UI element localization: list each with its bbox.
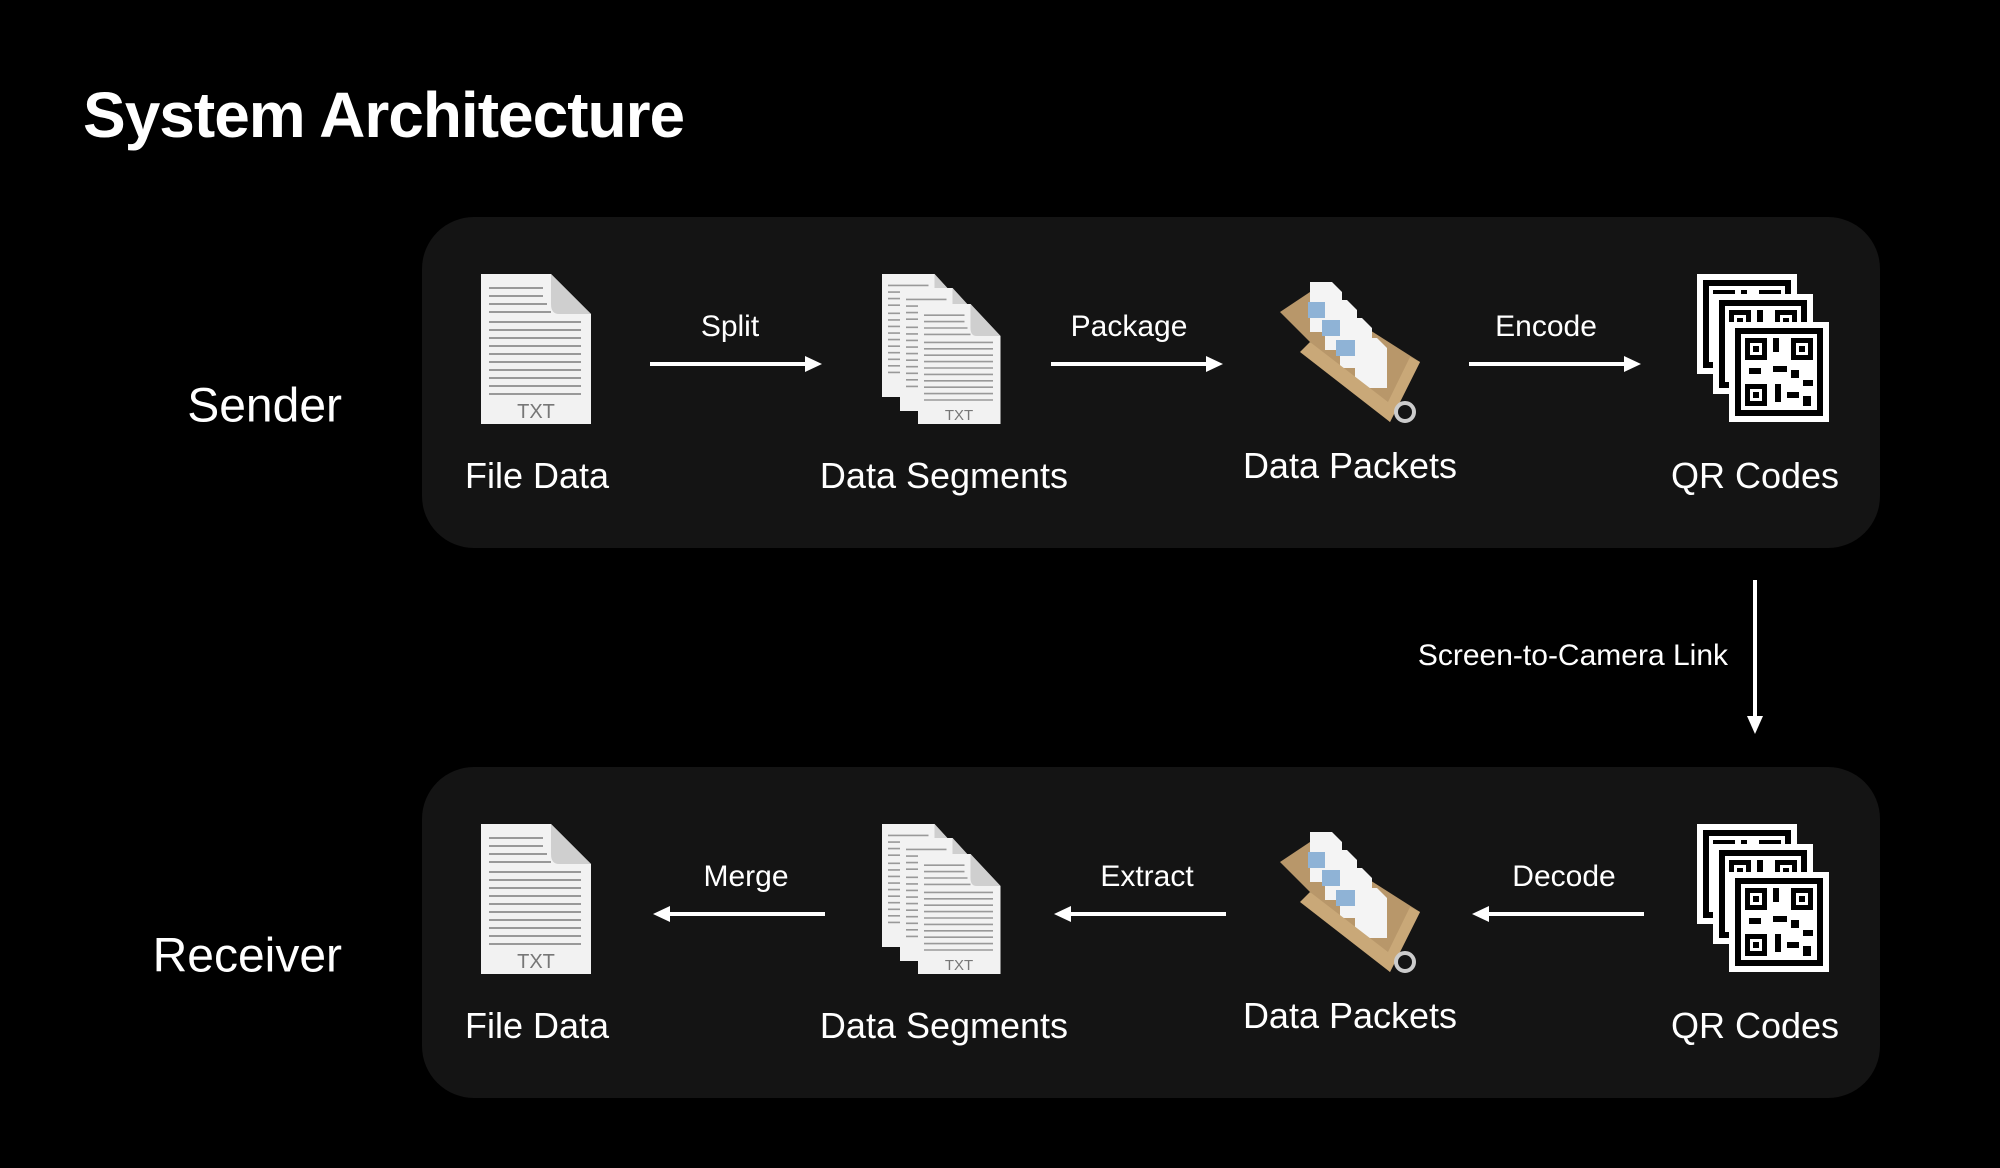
node-label: QR Codes [1670,1005,1840,1046]
file-type-tag: TXT [945,407,973,424]
right-arrow-icon [650,356,822,372]
archive-box-icon [1280,282,1420,423]
archive-box-icon [1280,832,1420,973]
text-file-icon: TXT [480,273,592,425]
sender-node-data-packets: Data Packets [1200,262,1500,487]
stacked-files-icon: TXT [881,823,1002,975]
node-label: QR Codes [1670,455,1840,496]
arrow-label-package: Package [1070,310,1188,343]
arrow-label-decode: Decode [1512,860,1616,893]
qr-codes-icon [1697,824,1829,972]
sender-node-qr-codes: QR Codes [1605,272,1905,497]
stacked-files-icon: TXT [881,273,1002,425]
qr-codes-icon [1697,274,1829,422]
receiver-node-file-data: TXT File Data [387,822,687,1047]
arrow-label-extract: Extract [1100,860,1194,893]
node-label: Data Segments [819,455,1069,496]
node-label: File Data [464,455,610,496]
node-label: Data Packets [1242,445,1458,486]
node-label: Data Segments [819,1005,1069,1046]
sender-label: Sender [187,379,342,433]
left-arrow-icon [1472,906,1644,922]
left-arrow-icon [1054,906,1226,922]
arrow-label-split: Split [700,310,760,343]
sender-node-file-data: TXT File Data [387,272,687,497]
arrow-label-encode: Encode [1495,310,1597,343]
left-arrow-icon [653,906,825,922]
file-type-tag: TXT [945,957,973,974]
arrow-label-merge: Merge [703,860,789,893]
receiver-node-data-packets: Data Packets [1200,812,1500,1037]
receiver-node-qr-codes: QR Codes [1605,822,1905,1047]
receiver-node-data-segments: TXT Data Segments [794,822,1094,1047]
right-arrow-icon [1051,356,1223,372]
receiver-label: Receiver [152,929,342,983]
file-type-tag: TXT [517,951,555,973]
receiver-panel [422,767,1880,1098]
right-arrow-icon [1469,356,1641,372]
screen-to-camera-link-label: Screen-to-Camera Link [1417,639,1728,672]
text-file-icon: TXT [480,823,592,975]
node-label: File Data [464,1005,610,1046]
page-title: System Architecture [83,79,685,151]
sender-panel [422,217,1880,548]
sender-node-data-segments: TXT Data Segments [794,272,1094,497]
file-type-tag: TXT [517,401,555,423]
down-arrow-icon [1747,580,1763,734]
node-label: Data Packets [1242,995,1458,1036]
